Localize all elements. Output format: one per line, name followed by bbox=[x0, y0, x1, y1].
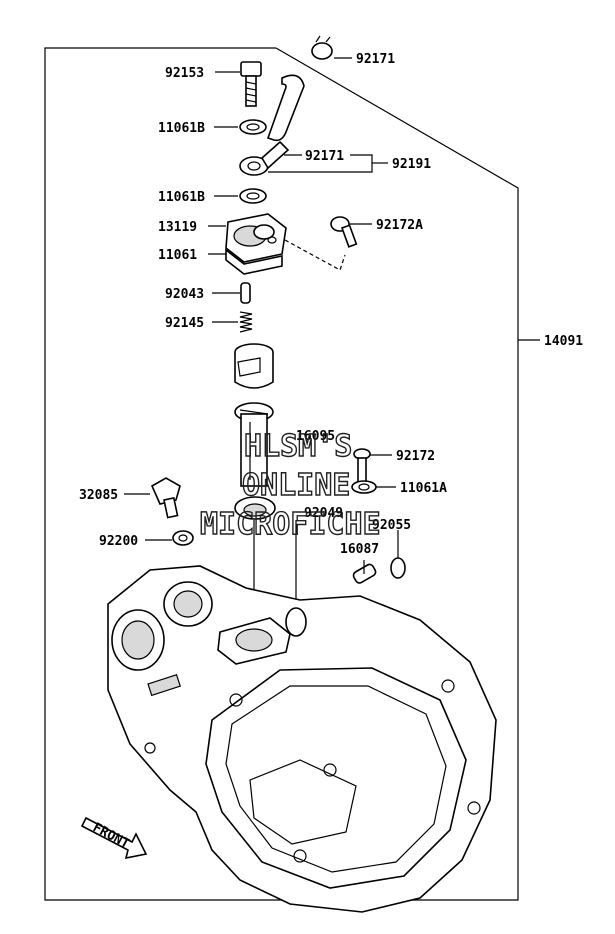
washer-11061a bbox=[351, 480, 377, 494]
label-92145: 92145 bbox=[165, 316, 204, 331]
front-label: FRONT bbox=[90, 820, 132, 852]
label-92171-mid: 92171 bbox=[305, 149, 344, 164]
label-92200: 92200 bbox=[99, 534, 138, 549]
clip-92171 bbox=[311, 35, 333, 60]
label-92153: 92153 bbox=[165, 66, 204, 81]
hose-92191 bbox=[266, 74, 305, 142]
label-92171-top: 92171 bbox=[356, 52, 395, 67]
label-11061a: 11061A bbox=[400, 481, 447, 496]
label-92172: 92172 bbox=[396, 449, 435, 464]
label-11061: 11061 bbox=[158, 248, 197, 263]
label-92049: 92049 bbox=[304, 506, 343, 521]
pump-rotor bbox=[234, 343, 274, 389]
washer-11061b-lower bbox=[239, 188, 267, 204]
screw-92172a bbox=[330, 216, 358, 248]
banjo-bolt-92153 bbox=[240, 61, 262, 107]
spring-92145 bbox=[239, 311, 253, 333]
o-ring-92055 bbox=[390, 557, 406, 579]
pin-92043 bbox=[240, 282, 251, 304]
label-92191: 92191 bbox=[392, 157, 431, 172]
label-92172a: 92172A bbox=[376, 218, 423, 233]
gasket-11061 bbox=[225, 248, 283, 275]
oil-seal-92049 bbox=[234, 496, 276, 520]
crankcase-14091 bbox=[107, 565, 497, 913]
watermark-line-1: HLSM'S bbox=[244, 429, 352, 464]
label-32085: 32085 bbox=[79, 488, 118, 503]
label-16095: 16095 bbox=[296, 429, 335, 444]
banjo-fitting-92171 bbox=[239, 140, 290, 176]
label-11061b-lower: 11061B bbox=[158, 190, 205, 205]
watermark-line-2: ONLINE bbox=[242, 468, 350, 503]
label-92055: 92055 bbox=[372, 518, 411, 533]
shaft-16095 bbox=[234, 402, 274, 487]
watermark-line-3: MICROFICHE bbox=[200, 507, 381, 542]
washer-11061b-upper bbox=[239, 119, 267, 135]
front-arrow: FRONT bbox=[80, 816, 148, 860]
label-16087: 16087 bbox=[340, 542, 379, 557]
washer-92200 bbox=[172, 530, 194, 546]
label-13119: 13119 bbox=[158, 220, 197, 235]
label-11061b-upper: 11061B bbox=[158, 121, 205, 136]
screw-92172 bbox=[353, 448, 371, 485]
cover-13119 bbox=[225, 213, 287, 263]
bolt-32085 bbox=[150, 477, 181, 519]
label-14091: 14091 bbox=[544, 334, 583, 349]
label-92043: 92043 bbox=[165, 287, 204, 302]
watermark: HLSM'S ONLINE MICROFICHE bbox=[199, 428, 381, 542]
